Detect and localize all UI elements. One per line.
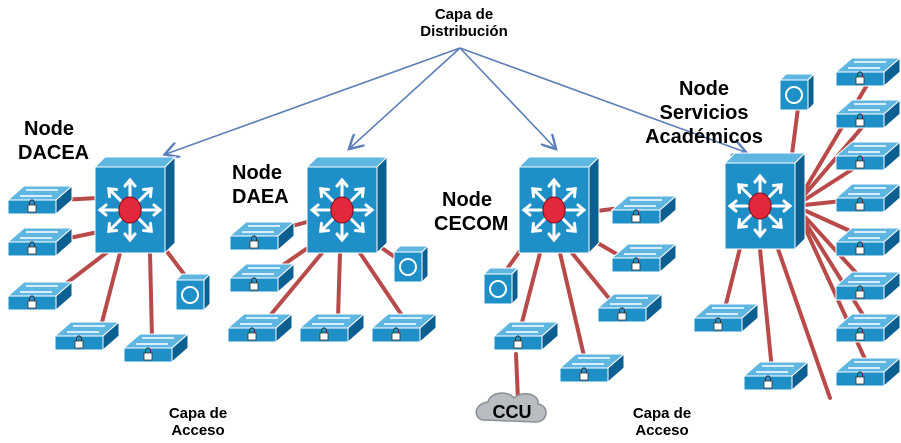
- access-switch: [834, 56, 901, 88]
- distribution-label-line2: Distribución: [420, 23, 508, 40]
- node-dacea-label: Node DACEA: [18, 117, 98, 165]
- node-servicios-line2: Servicios: [659, 102, 749, 124]
- voice-gateway: [174, 272, 212, 312]
- access-switch: [226, 312, 294, 344]
- access-switch: [228, 262, 296, 294]
- access-switch: [834, 312, 901, 344]
- access-switch: [834, 226, 901, 258]
- access-switch: [6, 184, 74, 216]
- distribution-label-line1: Capa de: [434, 6, 494, 23]
- core-switch-daea: [305, 155, 389, 255]
- node-daea-line1: Node: [232, 162, 282, 184]
- access-switch: [6, 226, 74, 258]
- access-switch: [834, 140, 901, 172]
- link-line: [518, 251, 542, 332]
- access-switch: [834, 356, 901, 388]
- access-switch: [834, 270, 901, 302]
- devices: [6, 56, 901, 392]
- link-line: [98, 251, 122, 332]
- link-line: [358, 251, 407, 322]
- link-line: [758, 247, 774, 372]
- link-line: [558, 251, 586, 358]
- ccu-cloud: [475, 392, 547, 423]
- link-line: [776, 247, 832, 400]
- access-layer-label-left: Capa de Acceso: [148, 405, 248, 439]
- node-cecom-label: Node CECOM: [434, 188, 524, 236]
- access-left-line2: Acceso: [171, 422, 225, 439]
- node-dacea-line2: DACEA: [18, 142, 90, 164]
- access-switch: [53, 320, 121, 352]
- access-switch: [610, 194, 678, 226]
- core-switch-servicios: [723, 151, 807, 251]
- ccu-cloud-label: CCU: [492, 402, 532, 422]
- access-right-line1: Capa de: [632, 405, 692, 422]
- link-line: [514, 352, 520, 402]
- node-cecom-line2: CECOM: [434, 213, 509, 235]
- link-line: [148, 251, 154, 340]
- access-switch: [122, 332, 190, 364]
- access-switch: [742, 360, 810, 392]
- link-line: [266, 251, 324, 320]
- core-switch-dacea: [93, 155, 177, 255]
- access-switch: [6, 280, 74, 312]
- link-line: [793, 116, 872, 208]
- node-dacea-line1: Node: [24, 118, 74, 140]
- access-switch: [558, 352, 626, 384]
- access-switch: [298, 312, 366, 344]
- access-switch: [228, 220, 296, 252]
- access-switch: [492, 320, 560, 352]
- access-switch: [610, 242, 678, 274]
- access-left-line1: Capa de: [168, 405, 228, 422]
- access-switch: [370, 312, 438, 344]
- voice-gateway: [778, 72, 816, 112]
- node-daea-line2: DAEA: [232, 186, 289, 208]
- access-layer-label-right: Capa de Acceso: [612, 405, 712, 439]
- access-switch: [692, 302, 760, 334]
- node-servicios-line3: Académicos: [645, 126, 763, 148]
- access-switch: [834, 98, 901, 130]
- distribution-arrows: [166, 47, 745, 154]
- access-switch: [596, 292, 664, 324]
- link-line: [793, 204, 872, 328]
- link-line: [793, 204, 872, 372]
- node-servicios-line1: Node: [679, 78, 729, 100]
- core-switch-cecom: [517, 155, 601, 255]
- node-daea-label: Node DAEA: [232, 161, 312, 209]
- distribution-layer-label: Capa de Distribución: [394, 6, 534, 40]
- link-line: [336, 251, 342, 320]
- node-cecom-line1: Node: [442, 189, 492, 211]
- voice-gateway: [392, 244, 430, 284]
- link-line: [570, 251, 614, 304]
- voice-gateway: [482, 266, 520, 306]
- access-right-line2: Acceso: [635, 422, 689, 439]
- node-servicios-label: Node Servicios Académicos: [624, 77, 784, 149]
- access-switch: [834, 182, 901, 214]
